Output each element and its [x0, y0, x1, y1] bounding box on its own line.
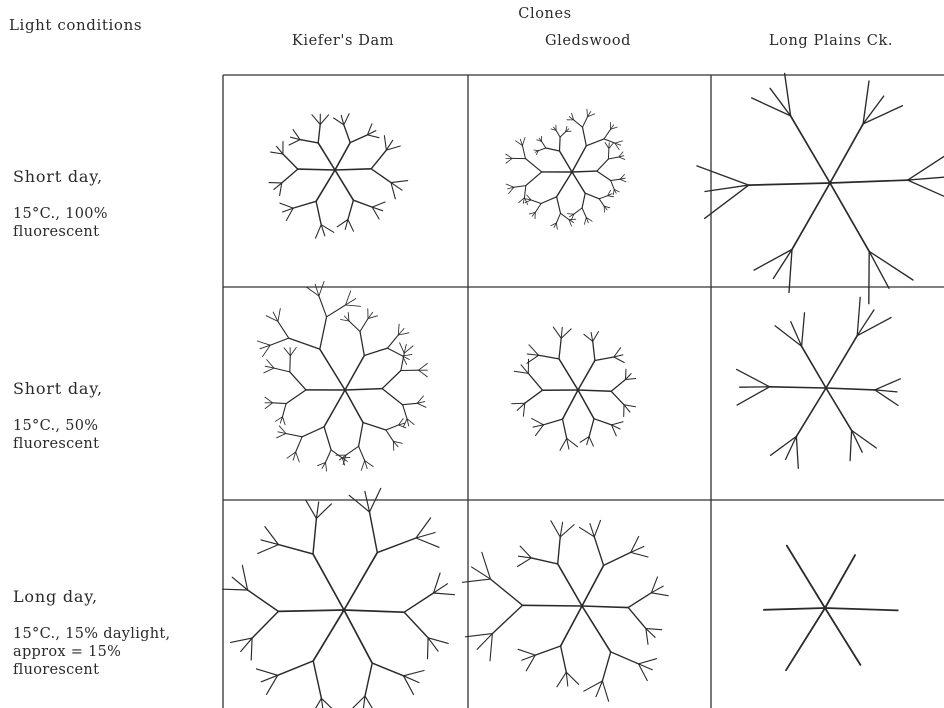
crystal-gledswood-short100: [506, 109, 626, 229]
crystal-kiefers-long15: [223, 488, 455, 708]
crystal-longplains-short50: [737, 297, 901, 468]
crystal-gledswood-long15: [463, 520, 669, 701]
crystal-gledswood-short50: [512, 327, 636, 450]
crystal-longplains-long15: [764, 546, 898, 671]
crystal-kiefers-short50: [257, 281, 427, 471]
crystal-kiefers-short100: [269, 114, 408, 238]
crystal-longplains-short100: [697, 73, 944, 303]
